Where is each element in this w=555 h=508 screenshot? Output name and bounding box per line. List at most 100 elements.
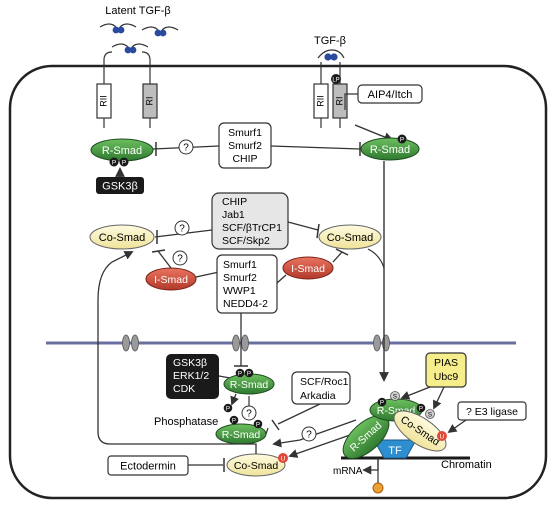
svg-text:Arkadia: Arkadia [300, 390, 336, 402]
tgfb-label: TGF-β [314, 35, 346, 47]
receptor-ri-left: RI [141, 51, 158, 128]
kinases-box: GSK3β ERK1/2 CDK [166, 354, 219, 399]
question-bubble-3: ? [172, 250, 188, 266]
ubiquitin-mark-cosmad: U [278, 453, 288, 463]
svg-text:Smurf1: Smurf1 [228, 127, 262, 139]
svg-text:P: P [226, 406, 230, 413]
ectodermin-box: Ectodermin [107, 455, 189, 476]
svg-text:RI: RI [334, 97, 344, 106]
svg-text:TF: TF [388, 445, 402, 457]
lp-phospho-mark: LP [331, 74, 341, 84]
nuclear-pores [122, 334, 390, 352]
smurf-chip-box: Smurf1 Smurf2 CHIP [218, 122, 272, 169]
svg-text:SCF/Skp2: SCF/Skp2 [222, 235, 270, 247]
latent-tgfb-ligand [99, 23, 137, 34]
svg-text:P: P [112, 160, 116, 167]
svg-text:CDK: CDK [173, 383, 195, 395]
svg-text:?: ? [179, 224, 185, 235]
scf-roc1-inhibit-bar [271, 419, 280, 431]
latent-tgfb-label: Latent TGF-β [105, 5, 170, 17]
svg-text:RII: RII [315, 95, 325, 107]
rsmad-lower-connector [265, 427, 269, 435]
svg-text:P: P [419, 406, 423, 413]
svg-text:Co-Smad: Co-Smad [99, 232, 145, 244]
pias-ubc9-box: PIAS Ubc9 [425, 352, 467, 388]
svg-text:P: P [232, 418, 236, 425]
svg-text:RII: RII [98, 95, 108, 107]
rsmad-right: R-Smad [360, 137, 420, 161]
svg-text:Ectodermin: Ectodermin [120, 461, 176, 473]
svg-text:Co-Smad: Co-Smad [234, 460, 279, 472]
svg-text:PIAS: PIAS [434, 357, 458, 369]
phosphatase-label: Phosphatase [154, 416, 218, 428]
cosmad-recycling-arrow [97, 251, 257, 454]
svg-text:CHIP: CHIP [222, 196, 247, 208]
receptor-rii-left: RII [96, 51, 113, 128]
mrna-marker [372, 482, 384, 494]
cosmad-export-arrow [288, 434, 351, 458]
svg-text:P: P [247, 371, 251, 378]
smurf-ismad-right-link [276, 274, 287, 284]
svg-text:S: S [428, 412, 432, 419]
ismad-left: I-Smad [145, 267, 197, 291]
e3-ligase-box: ? E3 ligase [457, 401, 527, 421]
svg-text:S: S [393, 394, 397, 401]
aip4-itch-box: AIP4/Itch [357, 84, 423, 104]
cosmad-left: Co-Smad [89, 224, 155, 250]
cosmad-right-merge-line [367, 248, 385, 269]
gsk3b-box-left: GSK3β [96, 177, 144, 194]
question-bubble-2: ? [174, 220, 190, 236]
svg-text:P: P [380, 400, 384, 407]
sumo-marks: S S [390, 391, 435, 419]
smurf-ismad-link [195, 271, 220, 278]
svg-text:Smurf2: Smurf2 [223, 272, 257, 284]
cosmad-nuclear: Co-Smad [226, 453, 286, 477]
svg-text:LP: LP [332, 78, 339, 84]
svg-text:R-Smad: R-Smad [102, 145, 142, 157]
receptor-ri-right: RI [332, 62, 348, 128]
phospho-mark-right: P [397, 134, 407, 144]
ismad-inhibit-line [157, 250, 172, 269]
svg-text:I-Smad: I-Smad [154, 274, 188, 286]
rsmad-left: R-Smad [90, 138, 154, 162]
ismad-inhibit-bar [151, 249, 166, 253]
inhibit-bar-cosmad-right [316, 223, 320, 239]
aip4-arrow [354, 124, 394, 142]
tgfb-ligand [317, 49, 345, 61]
svg-text:?: ? [183, 143, 189, 154]
smurf-wwp1-box: Smurf1 Smurf2 WWP1 NEDD4-2 [216, 254, 278, 314]
complex-export-arrow [272, 419, 357, 448]
svg-text:? E3 ligase: ? E3 ligase [466, 406, 518, 418]
svg-text:Co-Smad: Co-Smad [327, 232, 373, 244]
svg-text:Smurf2: Smurf2 [228, 140, 262, 152]
svg-text:R-Smad: R-Smad [230, 379, 269, 391]
inhibit-line-rsmad-right [270, 145, 361, 150]
svg-text:WWP1: WWP1 [223, 285, 256, 297]
pias-arrow-2 [433, 386, 445, 410]
latent-tgfb-ligand-2 [141, 26, 179, 37]
svg-text:RI: RI [144, 97, 154, 106]
kinases-arrow [218, 375, 231, 379]
aip4-connector [344, 93, 358, 110]
latent-tgfb-ligand-3 [111, 43, 149, 54]
question-bubble-4: ? [241, 405, 257, 421]
pias-arrow-1 [400, 386, 431, 400]
svg-text:R-Smad: R-Smad [222, 429, 261, 441]
phospho-marks-left: P P [109, 157, 129, 167]
question-bubble-1: ? [178, 139, 194, 155]
svg-text:?: ? [306, 430, 312, 441]
receptor-rii-right: RII [313, 62, 329, 128]
scf-roc1-arkadia-box: SCF/Roc1 Arkadia [291, 371, 351, 405]
question-bubble-5: ? [301, 426, 317, 442]
svg-text:ERK1/2: ERK1/2 [173, 370, 209, 382]
svg-text:CHIP: CHIP [232, 153, 257, 165]
svg-text:I-Smad: I-Smad [291, 263, 325, 275]
svg-text:Smurf1: Smurf1 [223, 259, 257, 271]
svg-text:Jab1: Jab1 [222, 209, 245, 221]
phospho-marks-upper: P P [235, 368, 254, 378]
svg-text:SCF/βTrCP1: SCF/βTrCP1 [222, 222, 282, 234]
phospho-marks-complex: P P [377, 397, 426, 413]
svg-text:NEDD4-2: NEDD4-2 [223, 298, 268, 310]
ubiquitin-mark-complex: U [437, 431, 447, 441]
